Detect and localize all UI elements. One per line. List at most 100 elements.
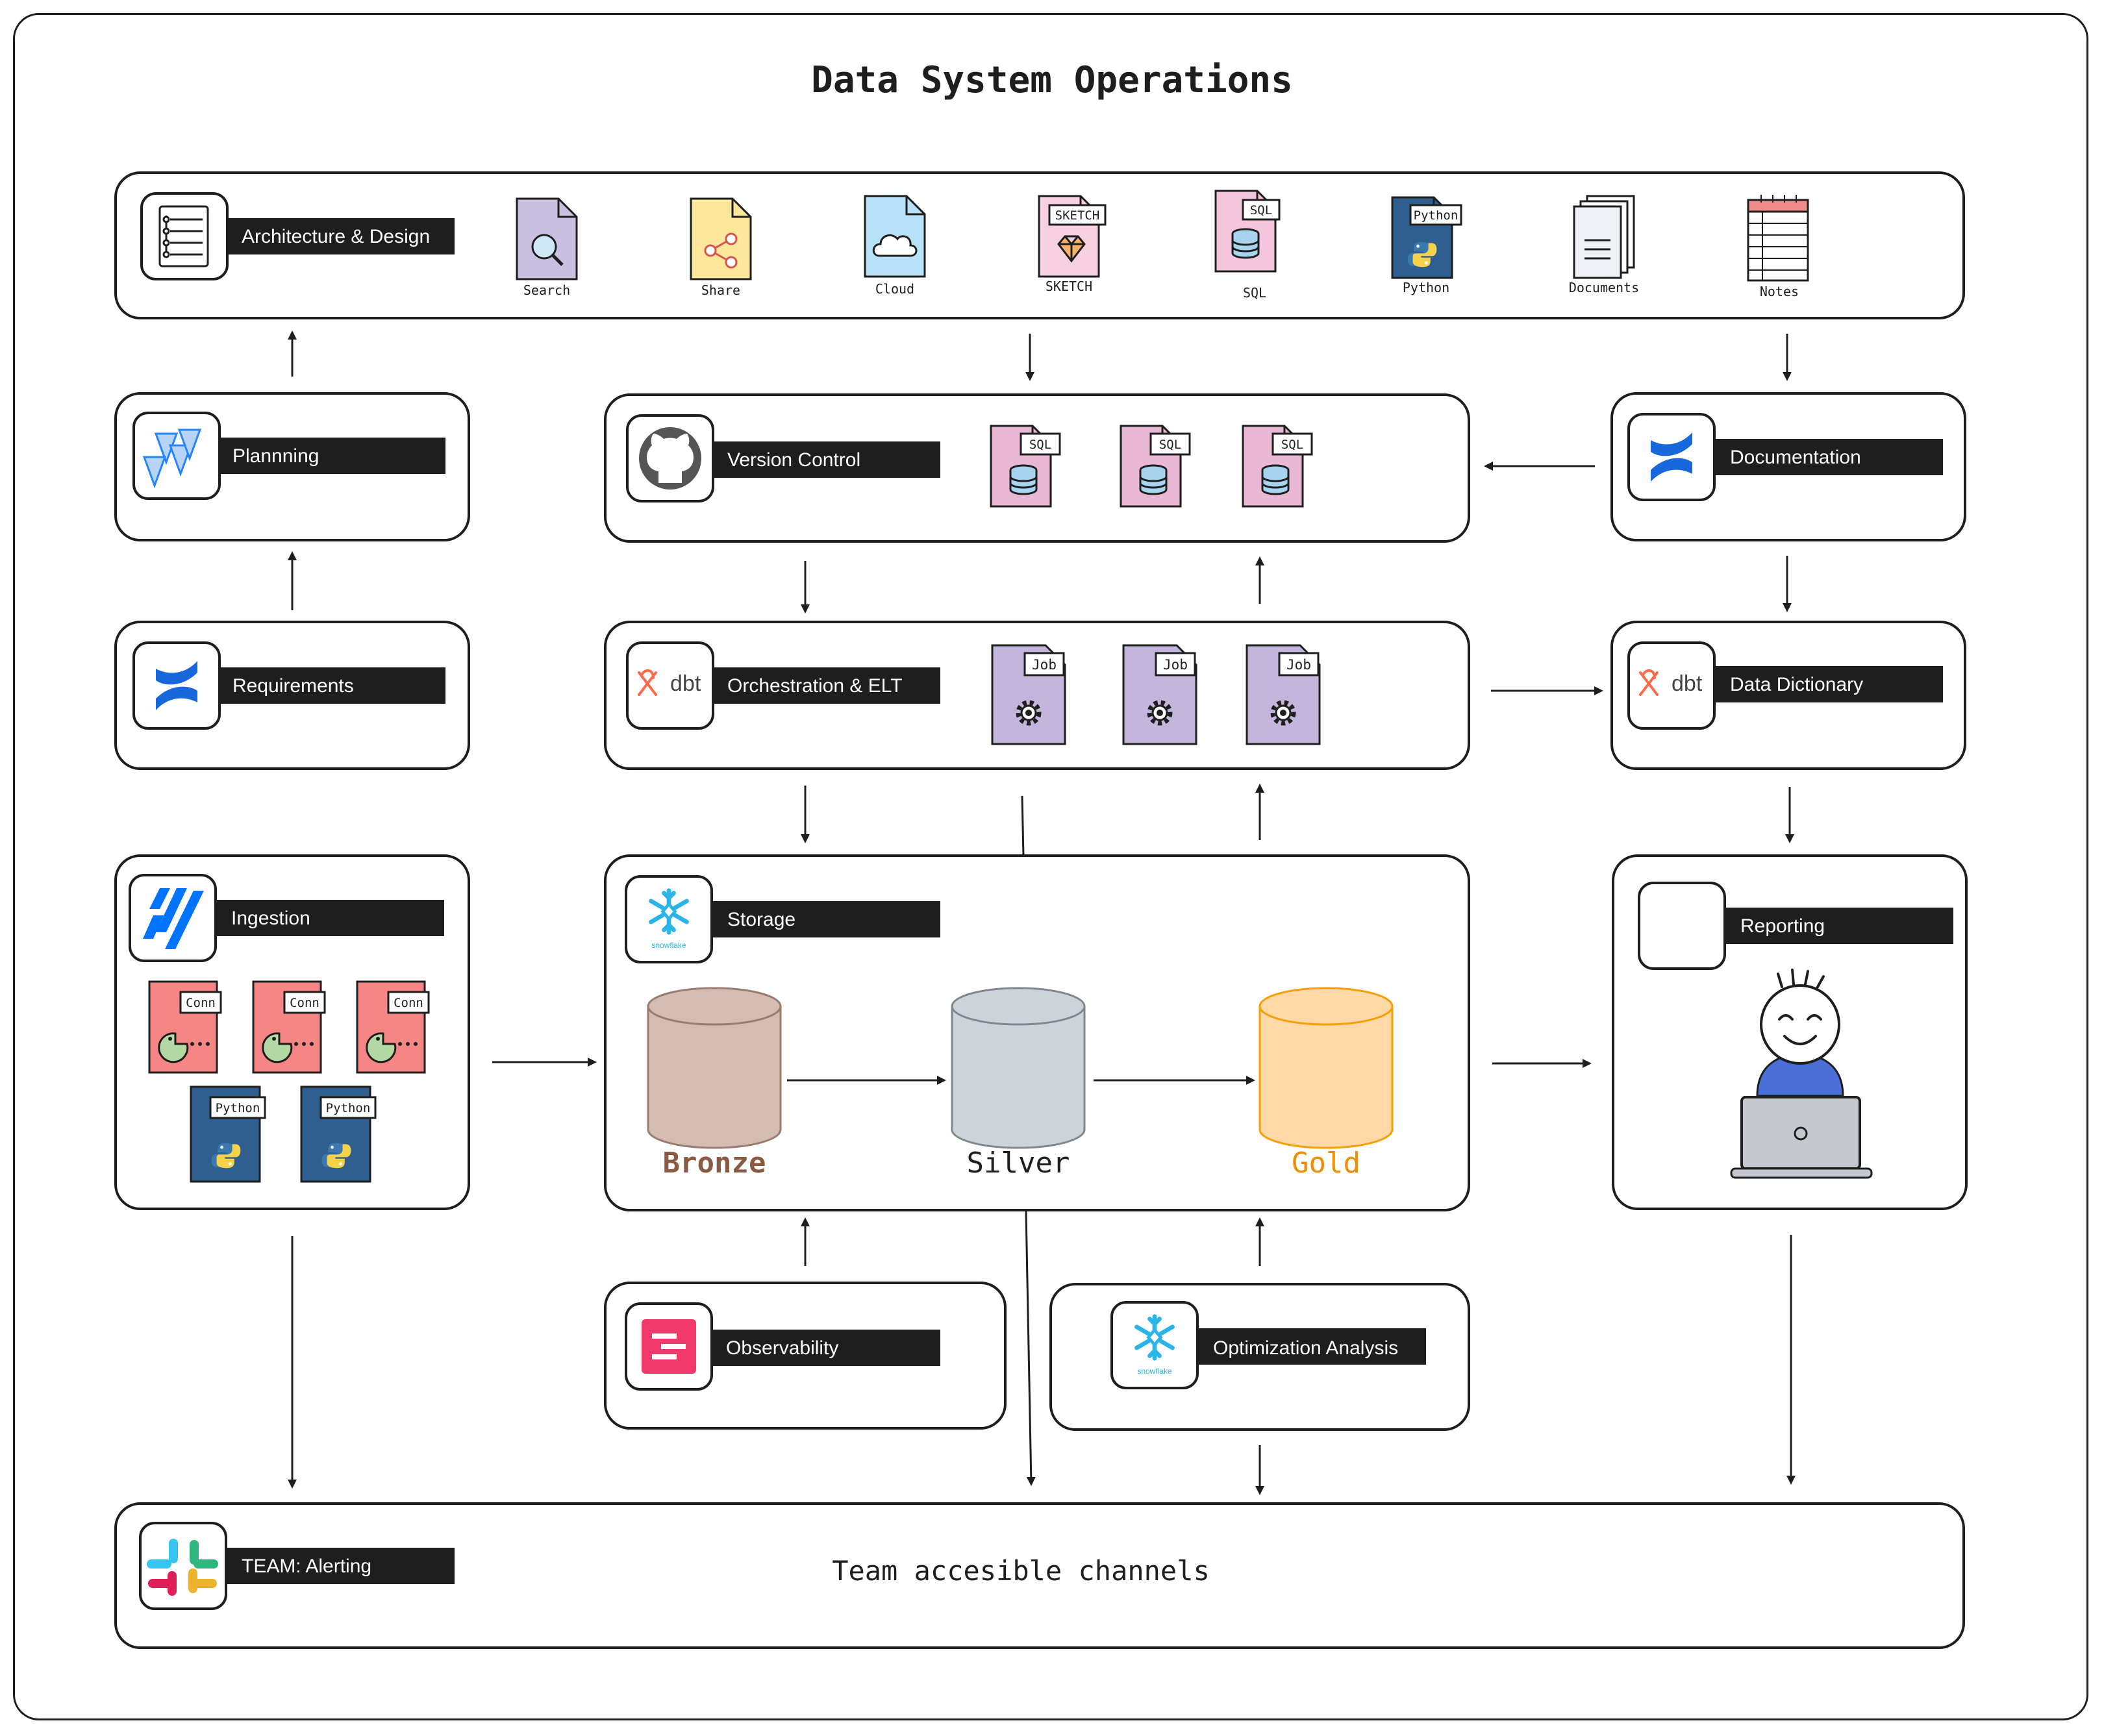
job-file-3[interactable]: Job	[1246, 644, 1321, 745]
bronze-layer[interactable]: Bronze	[647, 987, 782, 1180]
file-python-badge-bg	[1409, 204, 1462, 226]
reporting-section: Reporting	[1612, 854, 1968, 1210]
architecture-logo	[140, 192, 229, 280]
requirements-label-bg	[219, 667, 445, 704]
file-search-caption: Search	[523, 282, 570, 298]
gold-layer[interactable]: Gold	[1259, 987, 1394, 1180]
alerting-label-bg	[227, 1548, 455, 1584]
version-control-section: Version Control SQL SQL SQL	[604, 393, 1470, 543]
python-badge-2: Python	[326, 1101, 371, 1115]
python-badge-1: Python	[216, 1101, 260, 1115]
optimization-label: Optimization Analysis	[1213, 1337, 1398, 1359]
reporting-label-bg	[1725, 908, 1953, 944]
data-dictionary-label: Data Dictionary	[1730, 674, 1863, 695]
observability-logo	[625, 1302, 713, 1391]
conn-file-1[interactable]: Conn	[148, 980, 222, 1074]
reporting-label: Reporting	[1740, 915, 1825, 937]
gold-label: Gold	[1292, 1147, 1360, 1180]
file-python[interactable]: Python Python	[1391, 196, 1462, 295]
orchestration-label: Orchestration & ELT	[727, 675, 903, 697]
job-file-2[interactable]: Job	[1122, 644, 1197, 745]
file-sketch-badge-bg	[1048, 204, 1107, 226]
analyst-illustration	[1730, 969, 1873, 1179]
database-icon	[1009, 464, 1038, 495]
job-badge-3: Job	[1286, 657, 1311, 673]
notes-icon	[1747, 195, 1809, 282]
bronze-label: Bronze	[663, 1147, 766, 1180]
connector-orchestration-storage	[1021, 795, 1025, 856]
alerting-note: Team accesible channels	[832, 1555, 1210, 1587]
connector-icon	[262, 1032, 293, 1063]
diagram-title: Data System Operations	[811, 59, 1293, 101]
snowflake-logo-text: snowflake	[1137, 1367, 1172, 1376]
database-icon	[1231, 228, 1260, 259]
database-icon	[1261, 464, 1290, 495]
conn-file-2[interactable]: Conn	[252, 980, 326, 1074]
connector-icon	[366, 1032, 397, 1063]
connector-icon	[158, 1032, 189, 1063]
silver-label: Silver	[967, 1147, 1070, 1180]
slack-logo	[139, 1522, 227, 1610]
orchestration-label-bg	[713, 667, 940, 704]
dbt-logo-text: dbt	[670, 671, 701, 696]
storage-section: snowflake Storage Bronze Silver Gold	[604, 854, 1470, 1211]
data-dictionary-label-bg	[1714, 666, 1943, 702]
github-logo	[626, 414, 714, 502]
vc-sql-file-1[interactable]: SQL	[990, 425, 1061, 508]
documentation-label-bg	[1714, 439, 1943, 475]
documentation-label: Documentation	[1730, 447, 1861, 468]
file-share[interactable]: Share	[690, 197, 752, 298]
vc-sql-badge-1: SQL	[1029, 438, 1051, 452]
optimization-label-bg	[1197, 1328, 1426, 1365]
snowflake-logo: snowflake	[625, 875, 713, 963]
observability-label-bg	[712, 1330, 940, 1366]
dbt-logo-text: dbt	[1672, 671, 1703, 696]
fivetran-logo	[129, 874, 217, 962]
job-file-1[interactable]: Job	[991, 644, 1066, 745]
confluence-logo	[132, 641, 221, 730]
file-sql-badge: SQL	[1250, 203, 1272, 217]
share-icon	[704, 232, 738, 269]
vc-sql-file-3[interactable]: SQL	[1242, 425, 1313, 508]
file-sketch-badge: SKETCH	[1055, 208, 1100, 223]
conn-file-3[interactable]: Conn	[356, 980, 430, 1074]
jira-align-logo	[132, 412, 221, 500]
file-python-badge: Python	[1414, 208, 1459, 223]
reporting-logo-placeholder	[1638, 882, 1726, 970]
orchestration-section: dbt Orchestration & ELT Job Job Job	[604, 621, 1470, 770]
snowflake-logo: snowflake	[1110, 1301, 1199, 1389]
conn-badge-2: Conn	[290, 996, 319, 1010]
requirements-label: Requirements	[232, 675, 354, 697]
file-sketch[interactable]: SKETCH SKETCH	[1038, 195, 1107, 294]
file-cloud[interactable]: Cloud	[864, 195, 926, 297]
file-notes[interactable]: Notes	[1747, 195, 1809, 299]
ingestion-label: Ingestion	[231, 908, 310, 929]
silver-layer[interactable]: Silver	[951, 987, 1086, 1180]
file-sql-caption: SQL	[1243, 285, 1266, 301]
dbt-logo: dbt	[1627, 641, 1716, 730]
architecture-label-bg	[227, 218, 455, 254]
requirements-section: Requirements	[114, 621, 470, 770]
documentation-section: Documentation	[1610, 392, 1966, 541]
job-badge-1: Job	[1032, 657, 1057, 673]
file-documents[interactable]: Documents	[1569, 195, 1639, 295]
alerting-section: TEAM: Alerting Team accesible channels	[114, 1502, 1965, 1649]
confluence-logo	[1627, 413, 1716, 501]
ingestion-label-bg	[216, 900, 444, 936]
storage-label: Storage	[727, 909, 795, 930]
diamond-icon	[1057, 235, 1086, 263]
ingestion-section: Ingestion Conn Conn Conn	[114, 854, 470, 1210]
cloud-icon	[872, 234, 918, 257]
alerting-label: TEAM: Alerting	[242, 1556, 371, 1577]
file-python-caption: Python	[1403, 280, 1449, 295]
planning-section: Plannning	[114, 392, 470, 541]
python-file-1[interactable]: Python	[190, 1085, 266, 1183]
file-sql[interactable]: SQL SQL	[1214, 190, 1281, 301]
vc-sql-file-2[interactable]: SQL	[1120, 425, 1191, 508]
file-sql-badge-bg	[1242, 199, 1281, 221]
database-icon	[1139, 464, 1168, 495]
file-search[interactable]: Search	[516, 197, 578, 298]
python-file-2[interactable]: Python	[300, 1085, 377, 1183]
planning-label: Plannning	[232, 445, 319, 467]
file-documents-caption: Documents	[1569, 280, 1639, 295]
